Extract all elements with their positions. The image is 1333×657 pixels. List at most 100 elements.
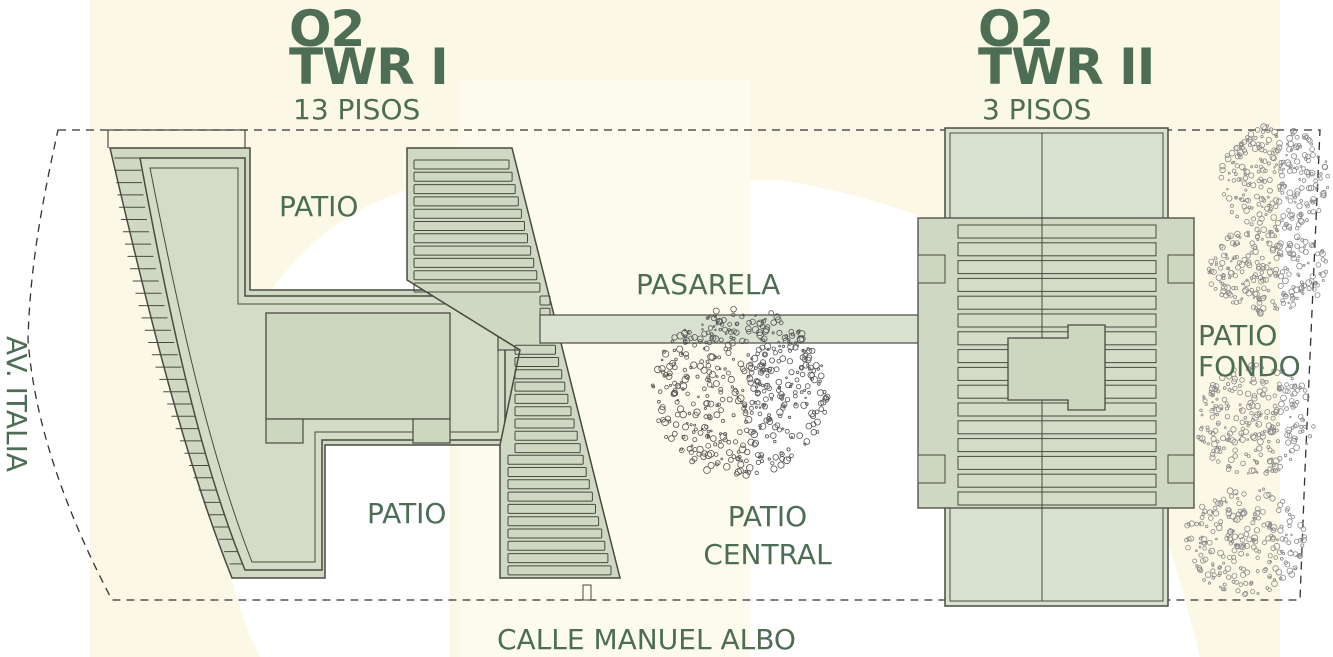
tree-leaf bbox=[770, 397, 773, 401]
tree-leaf bbox=[1221, 192, 1227, 197]
tree-leaf bbox=[801, 356, 808, 363]
tree-leaf bbox=[692, 342, 697, 348]
tree-leaf bbox=[713, 411, 721, 419]
tree-leaf bbox=[1280, 181, 1286, 186]
tree-leaf bbox=[1290, 514, 1296, 520]
tree-leaf bbox=[1199, 515, 1205, 520]
tree-leaf bbox=[1273, 166, 1276, 169]
tree-leaf bbox=[790, 435, 793, 439]
tree-leaf bbox=[1227, 554, 1233, 560]
tree-leaf bbox=[729, 347, 732, 350]
tree-leaf bbox=[1302, 393, 1310, 401]
tree-leaf bbox=[1280, 269, 1286, 275]
tree-leaf bbox=[1270, 545, 1277, 552]
tree-leaf bbox=[1273, 234, 1277, 239]
tree-leaf bbox=[1215, 412, 1219, 417]
tree-leaf bbox=[660, 358, 664, 362]
tree-leaf bbox=[1233, 295, 1237, 300]
tree-leaf bbox=[801, 348, 805, 353]
tree-leaf bbox=[1204, 571, 1212, 578]
tree-leaf bbox=[1304, 134, 1309, 139]
slat bbox=[507, 553, 609, 564]
tree-leaf bbox=[709, 435, 717, 442]
tree-leaf bbox=[815, 430, 820, 434]
tree-leaf bbox=[1235, 264, 1241, 271]
tree-leaf bbox=[1230, 540, 1235, 544]
tree-leaf bbox=[1211, 448, 1216, 454]
slat bbox=[413, 245, 532, 256]
tree-leaf bbox=[692, 437, 698, 443]
tree-leaf bbox=[1232, 447, 1238, 453]
tree-leaf bbox=[745, 362, 754, 370]
tree-leaf bbox=[1290, 533, 1293, 537]
tree-leaf bbox=[1229, 210, 1234, 215]
tree-leaf bbox=[1257, 310, 1264, 317]
tree-leaf bbox=[1267, 187, 1273, 194]
tree-leaf bbox=[1244, 218, 1250, 225]
tree-leaf bbox=[722, 326, 728, 333]
tree-leaf bbox=[1210, 529, 1216, 534]
tree-leaf bbox=[1276, 549, 1283, 555]
tree-leaf bbox=[1260, 167, 1266, 173]
slat bbox=[507, 491, 593, 502]
tree-leaf bbox=[1246, 366, 1252, 372]
slat bbox=[507, 454, 584, 465]
tree-leaf bbox=[1226, 187, 1229, 191]
tree-leaf bbox=[1231, 579, 1236, 584]
tree-leaf bbox=[1293, 422, 1300, 428]
tree-leaf bbox=[1271, 147, 1277, 153]
tree-leaf bbox=[1309, 273, 1316, 280]
tree-leaf bbox=[1287, 198, 1294, 204]
tree-leaf bbox=[1253, 448, 1258, 452]
tree-leaf bbox=[1299, 424, 1304, 429]
tree-leaf bbox=[710, 335, 715, 340]
tree-leaf bbox=[732, 336, 736, 341]
tree-leaf bbox=[796, 344, 800, 347]
tree-leaf bbox=[1250, 589, 1256, 595]
tree-leaf bbox=[1289, 383, 1295, 390]
tree-leaf bbox=[817, 382, 821, 386]
tree-leaf bbox=[1250, 182, 1257, 189]
tree-leaf bbox=[1215, 274, 1223, 281]
tree-leaf bbox=[1258, 274, 1264, 281]
tree-leaf bbox=[1210, 430, 1216, 436]
tree-leaf bbox=[1231, 285, 1236, 291]
tree-leaf bbox=[1261, 266, 1266, 272]
slat bbox=[514, 406, 572, 417]
tree-leaf bbox=[704, 451, 713, 459]
tree-leaf bbox=[1286, 240, 1293, 247]
tree-leaf bbox=[1321, 163, 1328, 170]
slat bbox=[957, 491, 1157, 506]
tree-leaf bbox=[755, 385, 759, 389]
tree-leaf bbox=[759, 338, 763, 341]
tree-leaf bbox=[770, 465, 778, 473]
tree-leaf bbox=[754, 405, 758, 409]
tree-leaf bbox=[1304, 157, 1308, 161]
tree-leaf bbox=[1276, 538, 1279, 542]
slat bbox=[507, 479, 590, 490]
tree-leaf bbox=[1234, 172, 1238, 177]
tree-leaf bbox=[662, 374, 666, 378]
tree-leaf bbox=[1280, 394, 1287, 402]
tree-leaf bbox=[705, 442, 711, 449]
tree-leaf bbox=[1226, 290, 1232, 297]
tree-leaf bbox=[780, 403, 786, 409]
tree-leaf bbox=[692, 447, 698, 453]
tree-leaf bbox=[668, 435, 675, 442]
tree-leaf bbox=[773, 313, 781, 321]
tree-leaf bbox=[1272, 565, 1279, 572]
tree-leaf bbox=[1218, 243, 1224, 249]
tree-leaf bbox=[1276, 439, 1281, 444]
tree-leaf bbox=[1266, 161, 1271, 166]
tree-leaf bbox=[1243, 590, 1249, 596]
tree-leaf bbox=[1219, 280, 1223, 284]
tree-leaf bbox=[1236, 177, 1242, 182]
slat bbox=[507, 503, 596, 514]
tree-leaf bbox=[676, 405, 685, 413]
slat bbox=[507, 528, 603, 539]
tree-leaf bbox=[1282, 277, 1289, 285]
tree-leaf bbox=[1277, 282, 1284, 289]
tree-leaf bbox=[754, 378, 762, 386]
tree-leaf bbox=[1303, 168, 1311, 176]
tree-leaf bbox=[777, 461, 785, 469]
